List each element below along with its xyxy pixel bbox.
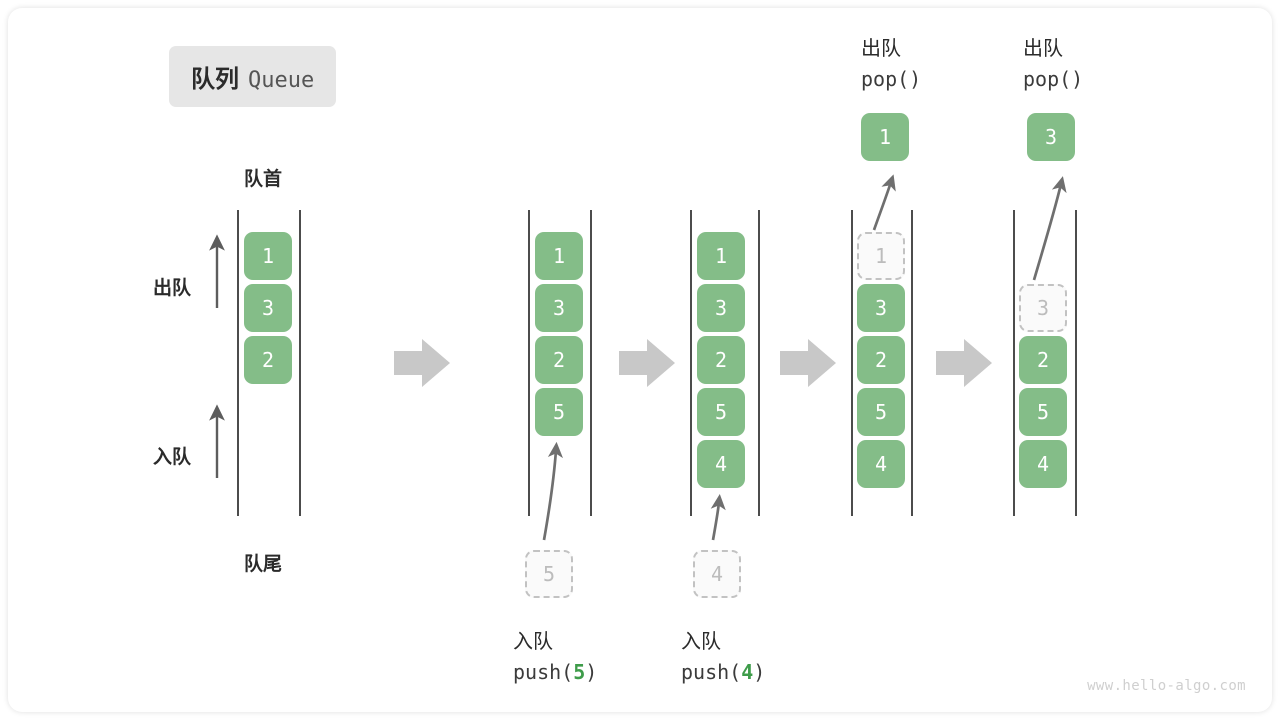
incoming-ghost-element: 5 <box>525 550 573 598</box>
label-queue-tail: 队尾 <box>244 554 283 575</box>
label-dequeue-direction: 出队 <box>153 278 192 299</box>
queue-element: 3 <box>535 284 583 332</box>
queue-element: 3 <box>697 284 745 332</box>
flow-arrow <box>394 339 450 387</box>
incoming-ghost-element: 4 <box>693 550 741 598</box>
queue-rail-right-5 <box>1075 210 1077 516</box>
queue-rail-left-3 <box>690 210 692 516</box>
outgoing-ghost-element: 1 <box>857 232 905 280</box>
push-arrow-4 <box>710 493 726 541</box>
queue-rail-right-3 <box>758 210 760 516</box>
operation-label-code: push(5) <box>513 660 597 684</box>
queue-element: 3 <box>857 284 905 332</box>
queue-element: 2 <box>244 336 292 384</box>
queue-element: 5 <box>857 388 905 436</box>
queue-rail-left-4 <box>851 210 853 516</box>
queue-element: 2 <box>1019 336 1067 384</box>
queue-element: 5 <box>1019 388 1067 436</box>
queue-element: 1 <box>697 232 745 280</box>
code-arg: 5 <box>573 660 586 684</box>
queue-element: 4 <box>857 440 905 488</box>
queue-element-new: 4 <box>697 440 745 488</box>
operation-label-cn: 出队 <box>1023 38 1063 60</box>
pop-arrow-1 <box>872 174 896 231</box>
operation-label-cn: 入队 <box>513 631 553 653</box>
queue-element: 3 <box>244 284 292 332</box>
label-queue-head: 队首 <box>244 169 283 190</box>
queue-rail-left-5 <box>1013 210 1015 516</box>
popped-element: 3 <box>1027 113 1075 161</box>
queue-element: 1 <box>244 232 292 280</box>
flow-arrow <box>619 339 675 387</box>
queue-rail-right-2 <box>590 210 592 516</box>
queue-rail-left-2 <box>528 210 530 516</box>
title-english: Queue <box>248 68 315 93</box>
title-chinese: 队列 <box>191 66 239 93</box>
operation-label-code: pop() <box>1023 67 1083 91</box>
diagram-title-badge: 队列 Queue <box>169 46 337 107</box>
operation-label-cn: 出队 <box>861 38 901 60</box>
outgoing-ghost-element: 3 <box>1019 284 1067 332</box>
code-post: ) <box>585 660 598 684</box>
site-watermark: www.hello-algo.com <box>1087 678 1246 694</box>
push-arrow-5 <box>542 441 564 541</box>
code-pre: push( <box>681 660 742 684</box>
pop-arrow-3 <box>1032 176 1067 281</box>
queue-rail-left-1 <box>237 210 239 516</box>
queue-element: 1 <box>535 232 583 280</box>
diagram-stage: 队列 Queue 队首 队尾 出队 入队 1 3 2 1 3 2 5 5 入队 … <box>8 8 1272 712</box>
label-enqueue-direction: 入队 <box>153 447 192 468</box>
queue-rail-right-4 <box>911 210 913 516</box>
operation-label-code: pop() <box>861 67 921 91</box>
popped-element: 1 <box>861 113 909 161</box>
queue-element: 2 <box>535 336 583 384</box>
diagram-card: 队列 Queue 队首 队尾 出队 入队 1 3 2 1 3 2 5 5 入队 … <box>8 8 1272 712</box>
queue-element: 5 <box>697 388 745 436</box>
queue-rail-right-1 <box>299 210 301 516</box>
operation-label-cn: 入队 <box>681 631 721 653</box>
operation-label-code: push(4) <box>681 660 765 684</box>
queue-element: 4 <box>1019 440 1067 488</box>
flow-arrow <box>780 339 836 387</box>
queue-element-new: 5 <box>535 388 583 436</box>
code-pre: pop() <box>861 67 922 91</box>
queue-element: 2 <box>857 336 905 384</box>
code-pre: pop() <box>1023 67 1084 91</box>
flow-arrow <box>936 339 992 387</box>
code-pre: push( <box>513 660 574 684</box>
arrow-overlay <box>209 174 1067 541</box>
code-arg: 4 <box>741 660 754 684</box>
code-post: ) <box>753 660 766 684</box>
queue-element: 2 <box>697 336 745 384</box>
